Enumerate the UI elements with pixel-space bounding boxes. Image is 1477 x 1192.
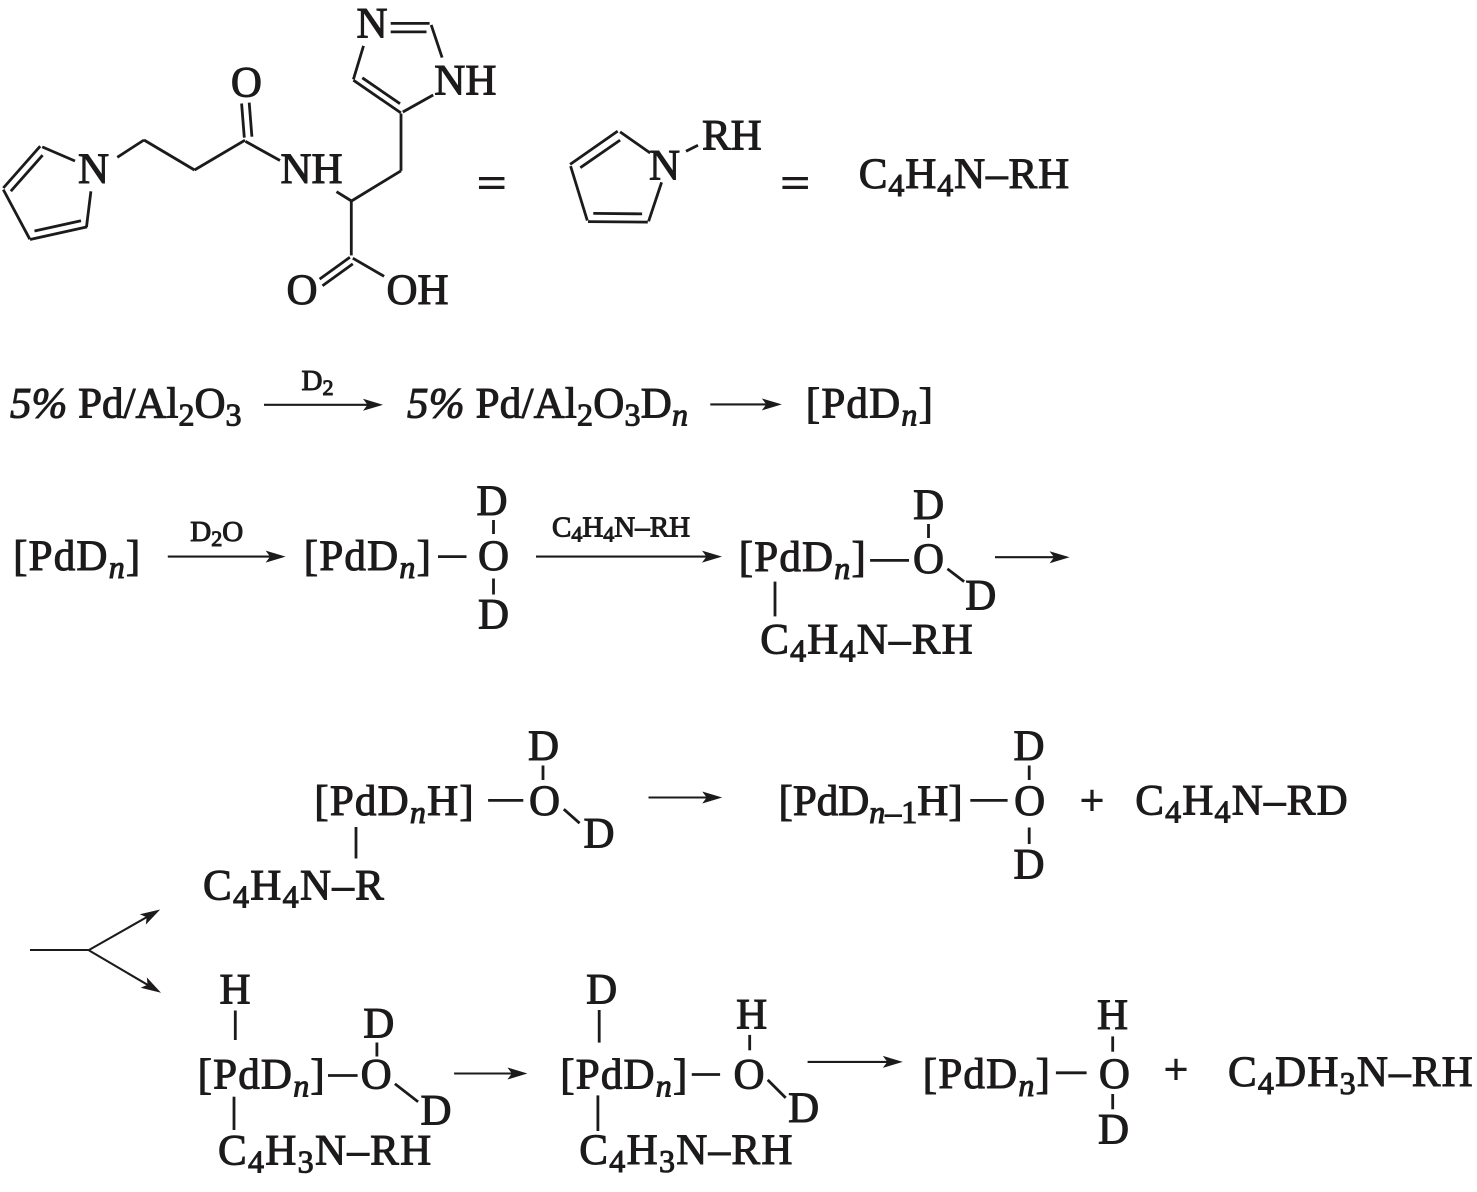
svg-text:O: O <box>1014 778 1045 825</box>
svg-text:5% Pd/Al2O3: 5% Pd/Al2O3 <box>10 381 242 433</box>
svg-text:D: D <box>1098 1106 1129 1153</box>
svg-text:[PdDn]: [PdDn] <box>923 1051 1051 1103</box>
svg-text:C4H3N–RH: C4H3N–RH <box>579 1127 793 1179</box>
svg-text:[PdDn]: [PdDn] <box>560 1052 688 1104</box>
svg-text:H: H <box>1097 992 1128 1039</box>
svg-text:[PdDn]: [PdDn] <box>739 534 867 586</box>
svg-text:D: D <box>528 723 559 770</box>
svg-text:D: D <box>913 482 944 529</box>
svg-text:D: D <box>420 1088 451 1135</box>
svg-text:O: O <box>361 1052 392 1099</box>
svg-text:C4H4N–RD: C4H4N–RD <box>1135 778 1349 830</box>
svg-text:N: N <box>78 146 109 193</box>
svg-text:O: O <box>286 267 317 314</box>
svg-text:[PdDn]: [PdDn] <box>304 533 432 585</box>
svg-text:D: D <box>586 967 617 1014</box>
svg-text:H: H <box>219 967 250 1014</box>
svg-text:O: O <box>1099 1051 1130 1098</box>
svg-text:D: D <box>788 1085 819 1132</box>
svg-text:O: O <box>913 536 944 583</box>
svg-text:C4H4N–RH: C4H4N–RH <box>859 151 1070 203</box>
svg-text:NH: NH <box>434 57 496 104</box>
svg-text:O: O <box>231 60 262 107</box>
svg-text:C4H4N–RH: C4H4N–RH <box>552 512 690 547</box>
svg-text:OH: OH <box>387 267 449 314</box>
svg-text:N: N <box>649 143 680 190</box>
svg-text:O: O <box>478 533 509 580</box>
svg-text:D: D <box>583 811 614 858</box>
svg-text:D: D <box>965 573 996 620</box>
svg-text:C4H3N–RH: C4H3N–RH <box>218 1128 432 1180</box>
svg-text:D: D <box>478 592 509 639</box>
svg-text:O: O <box>529 778 560 825</box>
svg-text:5% Pd/Al2O3Dn: 5% Pd/Al2O3Dn <box>407 381 688 433</box>
svg-text:+: + <box>1164 1047 1188 1094</box>
svg-text:NH: NH <box>281 146 343 193</box>
svg-text:D: D <box>363 1001 394 1048</box>
svg-text:D: D <box>1013 723 1044 770</box>
svg-text:RH: RH <box>702 113 762 160</box>
svg-text:H: H <box>736 992 767 1039</box>
svg-text:O: O <box>733 1052 764 1099</box>
svg-text:D: D <box>1013 842 1044 889</box>
svg-text:D2O: D2O <box>190 516 243 551</box>
svg-text:C4DH3N–RH: C4DH3N–RH <box>1228 1049 1474 1101</box>
svg-text:+: + <box>1080 778 1104 825</box>
svg-text:C4H4N–R: C4H4N–R <box>203 863 385 915</box>
svg-text:C4H4N–RH: C4H4N–RH <box>760 617 974 669</box>
svg-text:D: D <box>476 478 507 525</box>
svg-text:[PdDnH]: [PdDnH] <box>314 778 475 830</box>
svg-text:D2: D2 <box>302 365 334 400</box>
svg-text:[PdDn]: [PdDn] <box>806 381 934 433</box>
svg-text:[PdDn]: [PdDn] <box>13 533 141 585</box>
svg-text:[PdDn–1H]: [PdDn–1H] <box>779 778 963 830</box>
svg-text:N: N <box>356 1 387 48</box>
svg-text:[PdDn]: [PdDn] <box>198 1052 326 1104</box>
